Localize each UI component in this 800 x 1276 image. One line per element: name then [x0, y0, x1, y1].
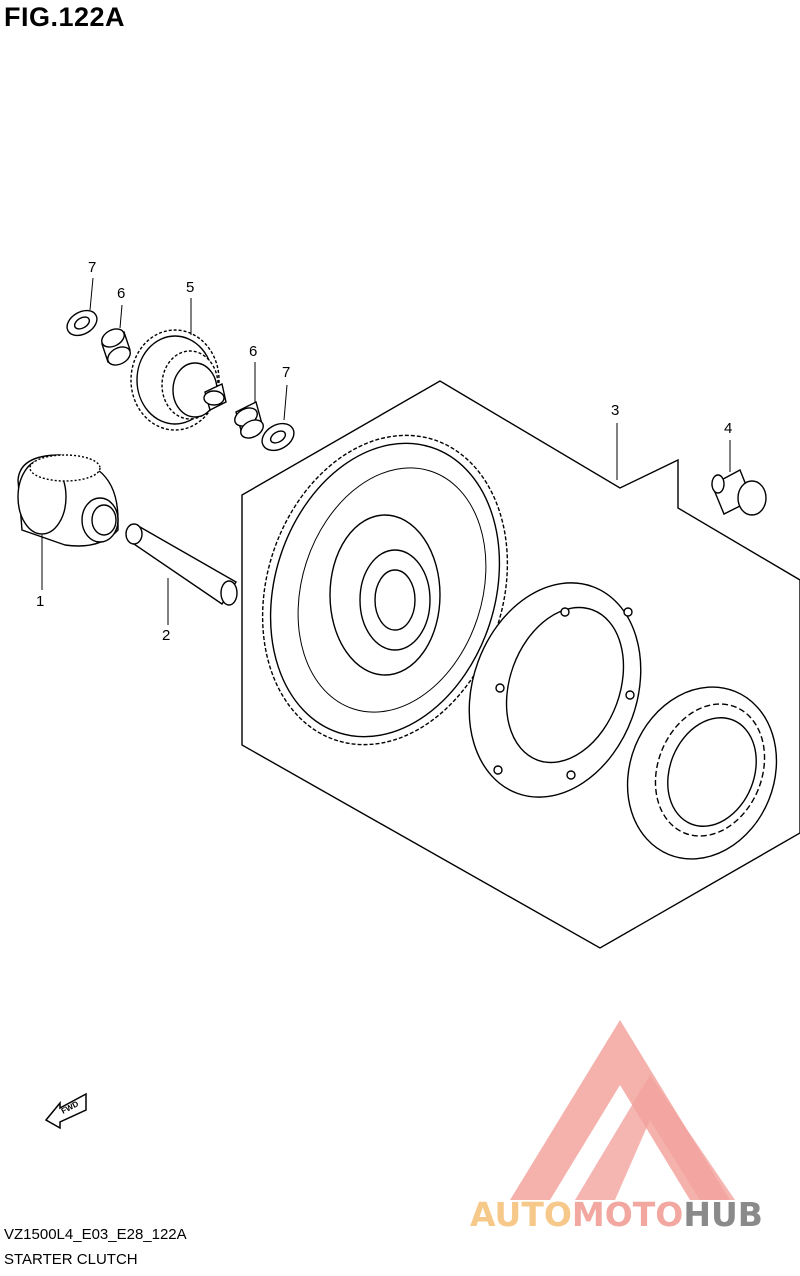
- diagram-code: VZ1500L4_E03_E28_122A: [4, 1226, 187, 1243]
- callout-5: 5: [186, 279, 194, 296]
- callout-7-top: 7: [88, 259, 96, 276]
- watermark-logo: [510, 1020, 735, 1200]
- assembly-outline: [241, 380, 800, 949]
- watermark-auto: AUTO: [470, 1195, 572, 1234]
- callout-4: 4: [724, 420, 732, 437]
- part-3-clutch-gear: [261, 434, 509, 746]
- callout-2: 2: [162, 627, 170, 644]
- part-4-bolt: [711, 469, 767, 516]
- part-6-bushing-lower: [234, 400, 264, 439]
- part-7-washer-lower: [261, 422, 295, 452]
- diagram-caption: STARTER CLUTCH: [4, 1251, 138, 1268]
- starter-clutch-housing: [468, 582, 642, 798]
- part-2-shaft: [125, 523, 238, 606]
- callout-6-top: 6: [117, 285, 125, 302]
- watermark-hub: HUB: [683, 1195, 763, 1234]
- part-7-washer-top: [66, 309, 98, 337]
- watermark-text: AUTOMOTOHUB: [470, 1195, 763, 1234]
- callout-3: 3: [611, 402, 619, 419]
- one-way-clutch: [626, 686, 778, 860]
- figure-title: FIG.122A: [4, 2, 126, 32]
- watermark-moto: MOTO: [572, 1195, 683, 1234]
- part-6-bushing-top: [101, 328, 131, 366]
- callout-6-lower: 6: [249, 343, 257, 360]
- callout-1: 1: [36, 593, 44, 610]
- part-1-driven-gear: [17, 454, 119, 547]
- part-5-idle-gear: [130, 329, 227, 431]
- callout-7-lower: 7: [282, 364, 290, 381]
- fwd-arrow-icon: FWD: [44, 1092, 87, 1130]
